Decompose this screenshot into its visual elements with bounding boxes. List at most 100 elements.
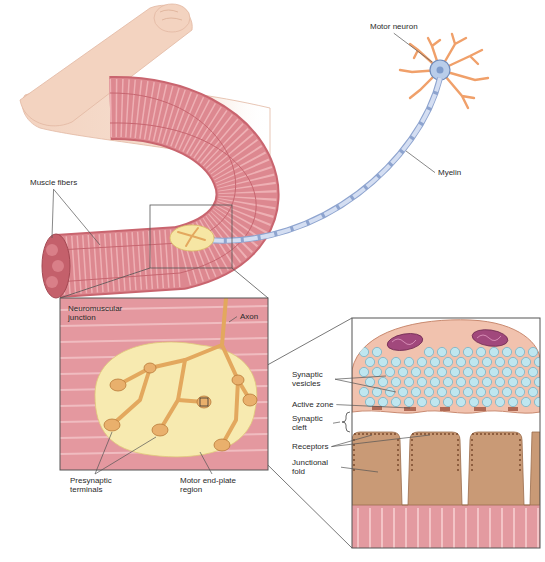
receptor-dot [397, 454, 399, 456]
vesicle [430, 397, 439, 406]
vesicle [359, 347, 368, 356]
receptor-dot [411, 439, 413, 441]
leader-line [52, 189, 54, 238]
vesicle [378, 357, 387, 366]
vesicle [515, 367, 524, 376]
leader-line [335, 376, 386, 379]
vesicle [450, 347, 459, 356]
vesicle [515, 347, 524, 356]
receptor-dot [457, 464, 459, 466]
receptor-dot [397, 439, 399, 441]
receptor-dot [354, 433, 356, 435]
receptor-dot [519, 469, 521, 471]
receptor-dot [358, 433, 360, 435]
vesicle [437, 347, 446, 356]
vesicle [502, 367, 511, 376]
receptor-dot [397, 464, 399, 466]
receptor-dot [457, 454, 459, 456]
vesicle [534, 377, 540, 386]
leader-line [331, 435, 372, 447]
vesicle [424, 347, 433, 356]
vesicle [404, 397, 413, 406]
receptor-dot [456, 433, 458, 435]
vesicle [495, 397, 504, 406]
vesicle [508, 397, 517, 406]
vesicle [411, 387, 420, 396]
vesicle [508, 357, 517, 366]
leader-line [95, 432, 112, 474]
vesicle [528, 387, 537, 396]
vesicle [437, 387, 446, 396]
receptor-dot [436, 433, 438, 435]
receptor-dot [471, 444, 473, 446]
receptor-dot [476, 433, 478, 435]
receptor-dot [353, 464, 355, 466]
vesicle [430, 357, 439, 366]
vesicle [515, 387, 524, 396]
receptor-dot [452, 433, 454, 435]
part-label: Motor neuron [370, 22, 418, 31]
vesicle [391, 357, 400, 366]
receptor-dot [374, 433, 376, 435]
vesicle [469, 357, 478, 366]
vesicle [424, 367, 433, 376]
leader-line [335, 379, 396, 392]
vesicle [443, 357, 452, 366]
motor-neuron [170, 34, 488, 251]
vesicle [489, 367, 498, 376]
receptor-dot [519, 444, 521, 446]
receptor-dot [416, 433, 418, 435]
vesicle [443, 397, 452, 406]
vesicle [417, 357, 426, 366]
receptor-dot [424, 433, 426, 435]
receptor-dot [411, 459, 413, 461]
vesicle [482, 357, 491, 366]
receptor-dot [411, 464, 413, 466]
junction-inset [60, 298, 268, 470]
part-label: Receptors [292, 442, 328, 451]
leader-line [229, 317, 237, 322]
vesicle [463, 347, 472, 356]
receptor-dot [471, 464, 473, 466]
vesicle [385, 387, 394, 396]
vesicle [502, 347, 511, 356]
vesicle [385, 367, 394, 376]
receptor-dot [471, 449, 473, 451]
receptor-dot [397, 444, 399, 446]
receptor-dot [440, 433, 442, 435]
vesicle [508, 377, 517, 386]
vesicle [450, 367, 459, 376]
vesicle [391, 397, 400, 406]
receptor-dot [496, 433, 498, 435]
receptor-dot [448, 433, 450, 435]
leader-line [333, 422, 340, 423]
receptor-dot [512, 433, 514, 435]
vesicle [521, 377, 530, 386]
receptor-dot [397, 469, 399, 471]
part-label: Synaptic cleft [292, 414, 330, 432]
receptor-dot [411, 454, 413, 456]
vesicle [365, 357, 374, 366]
vesicle [365, 397, 374, 406]
vesicle [430, 377, 439, 386]
vesicle [456, 377, 465, 386]
receptor-dot [382, 433, 384, 435]
vesicle [450, 387, 459, 396]
receptor-dot [472, 433, 474, 435]
leader-line [200, 452, 212, 474]
receptor-dot [471, 439, 473, 441]
muscle-bundle [42, 93, 256, 298]
receptor-dot [411, 449, 413, 451]
receptor-dot [386, 433, 388, 435]
receptor-dot [484, 433, 486, 435]
receptor-dot [370, 433, 372, 435]
vesicle [398, 367, 407, 376]
vesicle [456, 357, 465, 366]
receptor-dot [480, 433, 482, 435]
receptor-dot [394, 433, 396, 435]
receptor-dot [412, 433, 414, 435]
vesicle [482, 397, 491, 406]
part-label: Axon [240, 312, 258, 321]
vesicle [463, 367, 472, 376]
vesicle [443, 377, 452, 386]
